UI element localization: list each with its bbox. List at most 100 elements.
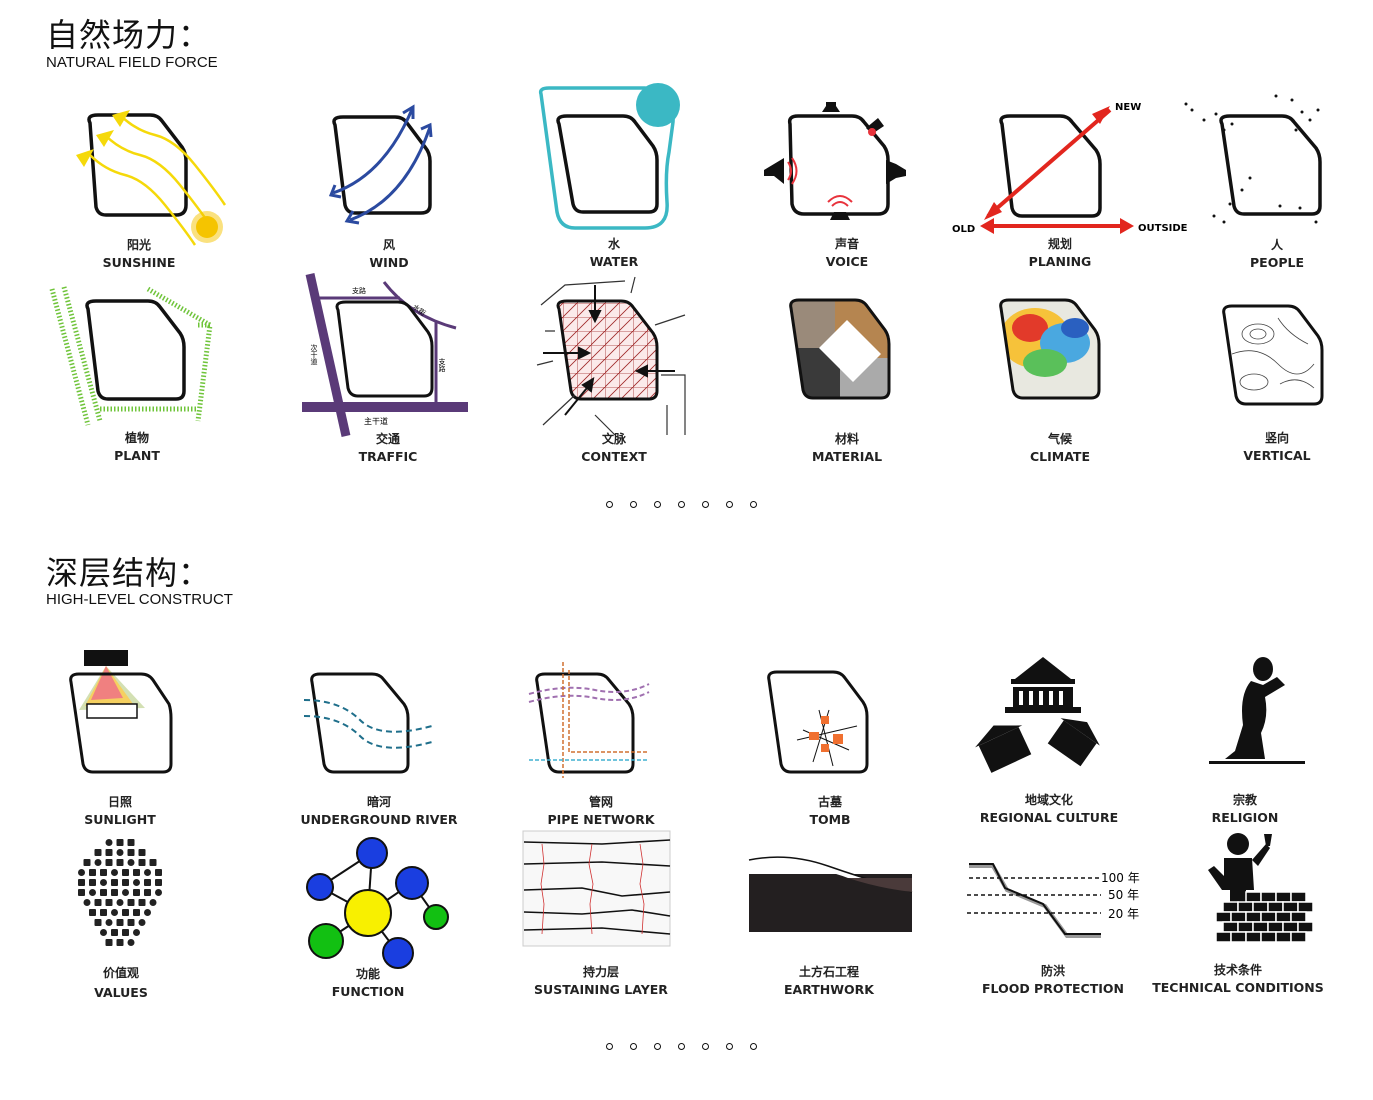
value-symbol (116, 899, 124, 906)
pagination-dot[interactable] (630, 501, 637, 508)
value-symbol (127, 839, 135, 846)
traffic-branch-road-top: 支路 (352, 286, 366, 295)
section1-title-en: NATURAL FIELD FORCE (46, 54, 218, 71)
pagination-dot[interactable] (630, 1043, 637, 1050)
planning-arrows-icon: NEW OLD OUTSIDE (952, 102, 1188, 235)
river-icon (303, 672, 433, 774)
value-symbol (100, 909, 107, 916)
pagination-dot[interactable] (606, 501, 613, 508)
brick (1282, 921, 1299, 933)
traffic-main-road: 主干道 (364, 416, 388, 426)
pagination-dot[interactable] (726, 501, 733, 508)
brick (1275, 931, 1292, 943)
planing-old-label: OLD (952, 224, 975, 235)
brick (1222, 901, 1239, 913)
planing-outside-label: OUTSIDE (1138, 223, 1188, 234)
section1-title-cn: 自然场力： (46, 16, 212, 54)
value-symbol (105, 899, 113, 906)
brick (1290, 891, 1307, 903)
pagination-dot[interactable] (654, 1043, 661, 1050)
brick (1230, 931, 1247, 943)
value-symbol (155, 869, 162, 876)
brick (1245, 891, 1262, 903)
flood-level-100: 100 年 (1101, 871, 1140, 885)
traffic-branch-road-right: 支路 (438, 357, 446, 373)
brick (1260, 911, 1277, 923)
value-symbol (155, 879, 162, 886)
pagination-dot[interactable] (750, 501, 757, 508)
pagination-dot[interactable] (654, 501, 661, 508)
pagination-dot[interactable] (702, 1043, 709, 1050)
flood-level-50: 50 年 (1108, 888, 1139, 902)
value-symbol (133, 889, 140, 896)
value-symbol (94, 849, 102, 856)
value-symbol (78, 869, 85, 876)
climate-map-icon (999, 298, 1101, 400)
value-symbol (116, 849, 124, 856)
value-symbol (127, 899, 135, 906)
pagination-dot[interactable] (702, 501, 709, 508)
brick (1260, 891, 1277, 903)
earthwork-icon (748, 856, 913, 932)
value-symbol (127, 849, 135, 856)
brick (1267, 921, 1284, 933)
value-symbol (94, 899, 102, 906)
value-symbol (83, 899, 91, 906)
section2-title-en: HIGH-LEVEL CONSTRUCT (46, 591, 233, 608)
section2-title-cn: 深层结构： (46, 554, 212, 592)
brick (1252, 901, 1269, 913)
builder-icon (1208, 833, 1314, 943)
value-symbol (144, 909, 151, 916)
value-symbol (144, 869, 151, 876)
value-symbol (111, 869, 118, 876)
pagination-dot[interactable] (678, 501, 685, 508)
value-symbol (144, 889, 151, 896)
values-cloud-icon (78, 839, 162, 946)
value-symbol (78, 889, 85, 896)
brick (1237, 921, 1254, 933)
value-symbol (122, 909, 129, 916)
road-icon: 支路 水街 次干道 支路 主干道 (302, 273, 468, 437)
value-symbol (122, 869, 129, 876)
pagination-dot[interactable] (726, 1043, 733, 1050)
value-symbol (100, 889, 107, 896)
brick (1275, 911, 1292, 923)
value-symbol (149, 859, 157, 866)
praying-person-icon (1209, 657, 1305, 764)
sun-icon (76, 110, 227, 246)
value-symbol (105, 859, 113, 866)
brick (1252, 921, 1269, 933)
pagination-dots-1[interactable] (606, 501, 757, 508)
value-symbol (127, 939, 135, 946)
pagination-dot[interactable] (606, 1043, 613, 1050)
footprints-icon (1184, 94, 1322, 224)
pagination-dot[interactable] (678, 1043, 685, 1050)
pagination-dots-2[interactable] (606, 1043, 757, 1050)
value-symbol (111, 929, 118, 936)
value-symbol (122, 889, 129, 896)
pagination-dot[interactable] (750, 1043, 757, 1050)
network-icon (306, 837, 449, 969)
speaker-icon (764, 102, 906, 220)
water-icon (538, 83, 680, 230)
value-symbol (138, 849, 146, 856)
value-symbol (83, 859, 91, 866)
context-icon (536, 276, 686, 436)
plant-icon (49, 286, 213, 426)
value-symbol (144, 879, 151, 886)
value-symbol (100, 879, 107, 886)
tomb-icon (767, 670, 869, 774)
brick (1260, 931, 1277, 943)
value-symbol (116, 939, 124, 946)
